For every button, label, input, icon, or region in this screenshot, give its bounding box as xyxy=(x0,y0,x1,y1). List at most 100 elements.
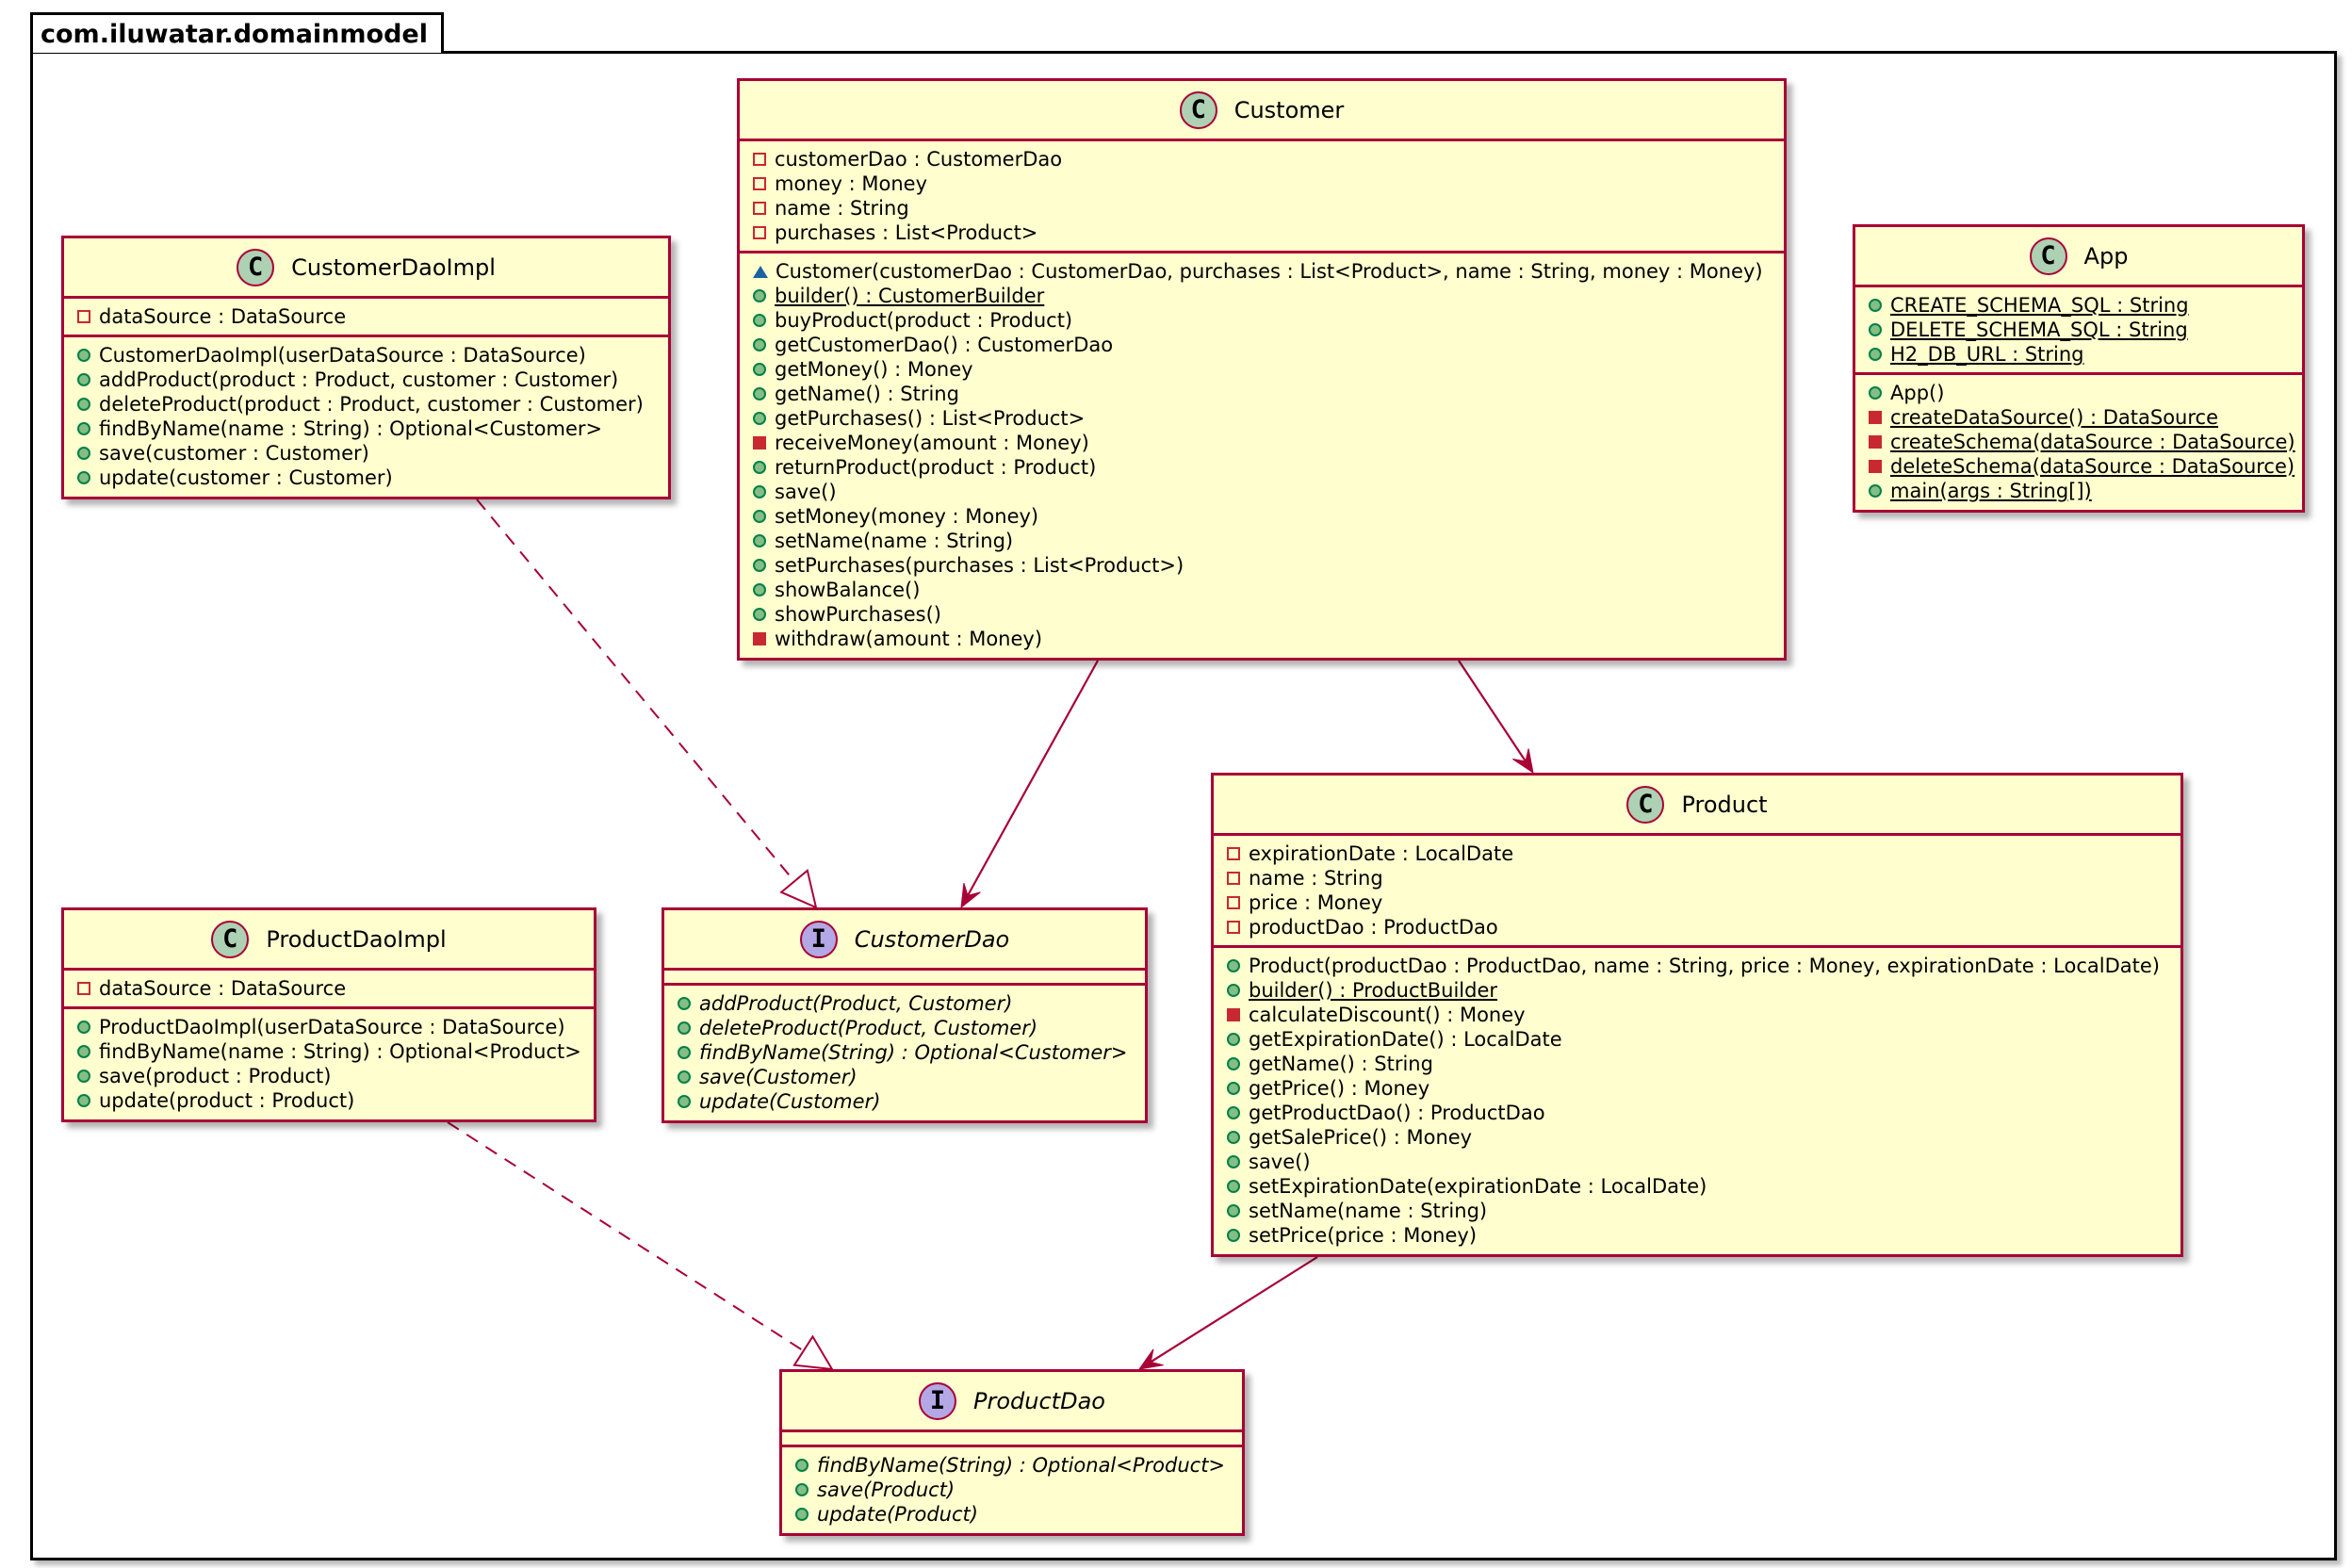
methods-section: CustomerDaoImpl(userDataSource : DataSou… xyxy=(64,337,668,496)
attribute-name: name : String xyxy=(753,196,1784,220)
member-text: CustomerDaoImpl(userDataSource : DataSou… xyxy=(99,344,586,367)
methods-section: ProductDaoImpl(userDataSource : DataSour… xyxy=(64,1009,594,1119)
member-text: update(customer : Customer) xyxy=(99,466,393,489)
package-name: com.iluwatar.domainmodel xyxy=(30,12,444,53)
member-text: addProduct(product : Product, customer :… xyxy=(99,368,619,391)
realization-edge-product-dao-impl-to-product-dao xyxy=(447,1121,834,1371)
method-buy-product: buyProduct(product : Product) xyxy=(753,308,1784,333)
member-text: customerDao : CustomerDao xyxy=(775,148,1063,171)
public-visibility-icon xyxy=(753,608,766,621)
attribute-name: name : String xyxy=(1227,866,2180,890)
private-visibility-icon xyxy=(753,153,766,166)
public-visibility-icon xyxy=(1869,484,1882,498)
attribute-data-source: dataSource : DataSource xyxy=(77,976,594,1001)
class-stereotype-icon: C xyxy=(1626,785,1665,824)
private-visibility-icon xyxy=(1227,872,1240,885)
public-visibility-icon xyxy=(753,387,766,400)
member-text: dataSource : DataSource xyxy=(99,305,347,328)
member-text: expirationDate : LocalDate xyxy=(1249,842,1514,865)
member-text: productDao : ProductDao xyxy=(1249,916,1498,939)
method-update: update(product : Product) xyxy=(77,1088,594,1113)
member-text: save() xyxy=(1249,1151,1311,1173)
member-text: save(Product) xyxy=(817,1478,956,1501)
interface-stereotype-icon: I xyxy=(799,920,838,958)
member-text: returnProduct(product : Product) xyxy=(775,456,1097,479)
method-delete-schema: deleteSchema(dataSource : DataSource) xyxy=(1869,454,2302,479)
public-visibility-icon xyxy=(77,373,90,386)
method-withdraw: withdraw(amount : Money) xyxy=(753,627,1784,651)
private-visibility-icon xyxy=(1869,460,1882,473)
public-visibility-icon xyxy=(1227,1057,1240,1070)
private-visibility-icon xyxy=(1869,435,1882,449)
public-visibility-icon xyxy=(753,289,766,302)
public-visibility-icon xyxy=(678,1046,691,1059)
method-save: save(Customer) xyxy=(678,1065,1145,1089)
public-visibility-icon xyxy=(678,1095,691,1108)
method-show-balance: showBalance() xyxy=(753,578,1784,602)
class-name: Customer xyxy=(1233,96,1345,123)
member-text: showPurchases() xyxy=(775,603,941,626)
class-name: CustomerDao xyxy=(854,925,1010,953)
member-text: getName() : String xyxy=(775,383,959,405)
member-text: createDataSource() : DataSource xyxy=(1890,406,2219,429)
public-visibility-icon xyxy=(1227,1155,1240,1168)
method-builder: builder() : CustomerBuilder xyxy=(753,284,1784,308)
member-text: DELETE_SCHEMA_SQL : String xyxy=(1890,318,2188,341)
attributes-section: dataSource : DataSource xyxy=(64,971,594,1009)
method-get-name: getName() : String xyxy=(753,382,1784,406)
public-visibility-icon xyxy=(1869,348,1882,361)
method-calculate-discount: calculateDiscount() : Money xyxy=(1227,1003,2180,1027)
private-visibility-icon xyxy=(753,177,766,190)
member-text: setName(name : String) xyxy=(775,530,1014,552)
private-visibility-icon xyxy=(77,982,90,995)
member-text: setPrice(price : Money) xyxy=(1249,1224,1478,1247)
method-set-name: setName(name : String) xyxy=(1227,1199,2180,1223)
member-text: createSchema(dataSource : DataSource) xyxy=(1890,431,2295,453)
method-create-data-source: createDataSource() : DataSource xyxy=(1869,405,2302,430)
public-visibility-icon xyxy=(753,534,766,547)
method-save: save(Product) xyxy=(795,1478,1242,1502)
member-text: name : String xyxy=(1249,867,1383,890)
public-visibility-icon xyxy=(753,559,766,572)
method-customer-dao-impl: CustomerDaoImpl(userDataSource : DataSou… xyxy=(77,343,668,368)
member-text: purchases : List<Product> xyxy=(775,221,1038,244)
public-visibility-icon xyxy=(753,412,766,425)
association-edge-customer-to-customer-dao xyxy=(960,660,1099,909)
member-text: getProductDao() : ProductDao xyxy=(1249,1102,1545,1124)
methods-section: Product(productDao : ProductDao, name : … xyxy=(1214,948,2180,1253)
public-visibility-icon xyxy=(678,1021,691,1035)
public-visibility-icon xyxy=(1227,1131,1240,1144)
method-get-price: getPrice() : Money xyxy=(1227,1076,2180,1101)
attribute-money: money : Money xyxy=(753,172,1784,196)
class-name: ProductDaoImpl xyxy=(266,925,447,953)
member-text: main(args : String[]) xyxy=(1890,480,2092,502)
methods-section: addProduct(Product, Customer)deleteProdu… xyxy=(664,986,1145,1119)
member-text: buyProduct(product : Product) xyxy=(775,309,1073,332)
method-set-name: setName(name : String) xyxy=(753,529,1784,553)
member-text: deleteProduct(Product, Customer) xyxy=(699,1017,1038,1039)
class-name: App xyxy=(2083,242,2129,270)
member-text: Product(productDao : ProductDao, name : … xyxy=(1249,955,2160,977)
member-text: calculateDiscount() : Money xyxy=(1249,1004,1526,1026)
method-get-money: getMoney() : Money xyxy=(753,357,1784,382)
public-visibility-icon xyxy=(795,1508,808,1521)
class-box-customer-dao: I CustomerDao addProduct(Product, Customer… xyxy=(662,907,1148,1123)
attribute-delete-schema-sql: DELETE_SCHEMA_SQL : String xyxy=(1869,318,2302,342)
realization-edge-customer-dao-impl-to-customer-dao xyxy=(476,498,818,909)
method-add-product: addProduct(Product, Customer) xyxy=(678,991,1145,1016)
public-visibility-icon xyxy=(1227,984,1240,997)
class-stereotype-icon: C xyxy=(237,248,275,286)
private-visibility-icon xyxy=(77,310,90,323)
attributes-section xyxy=(664,971,1145,986)
method-customer: Customer(customerDao : CustomerDao, purc… xyxy=(753,259,1784,284)
attribute-price: price : Money xyxy=(1227,890,2180,915)
class-name: CustomerDaoImpl xyxy=(291,253,496,281)
member-text: name : String xyxy=(775,197,909,220)
public-visibility-icon xyxy=(753,314,766,327)
